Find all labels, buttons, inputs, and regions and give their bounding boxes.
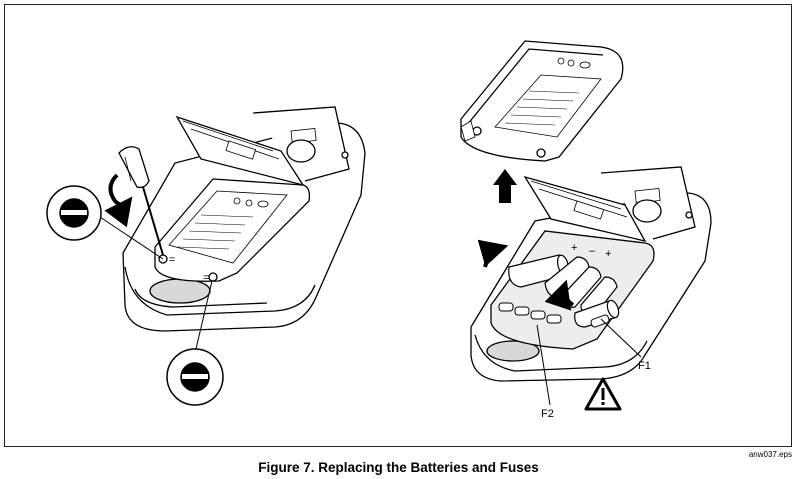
fuses <box>498 302 610 328</box>
fuse-label-f1: F1 <box>638 360 651 372</box>
svg-text:=: = <box>203 272 209 284</box>
screwdriver-icon <box>118 146 164 256</box>
rotate-arrow-icon <box>477 239 509 268</box>
battery-fuse-illustration: = = <box>46 40 712 420</box>
figure-caption: Figure 7. Replacing the Batteries and Fu… <box>258 460 539 475</box>
svg-text:+: + <box>605 248 611 260</box>
svg-text:+: + <box>571 242 577 254</box>
left-meter: = = <box>122 106 366 332</box>
slotted-screw-icon <box>46 185 164 260</box>
removed-battery-door <box>460 40 624 162</box>
rotate-arrow-icon <box>544 279 575 311</box>
svg-text:=: = <box>169 254 175 266</box>
svg-text:–: – <box>589 245 596 257</box>
file-id: anw037.eps <box>748 450 792 459</box>
rotate-arrow-icon <box>104 173 133 228</box>
up-arrow-icon <box>493 169 517 203</box>
figure-frame: = = <box>4 4 792 447</box>
fuse-label-f2: F2 <box>541 408 554 420</box>
warning-triangle-icon <box>584 377 622 411</box>
slotted-screw-icon <box>166 280 224 406</box>
